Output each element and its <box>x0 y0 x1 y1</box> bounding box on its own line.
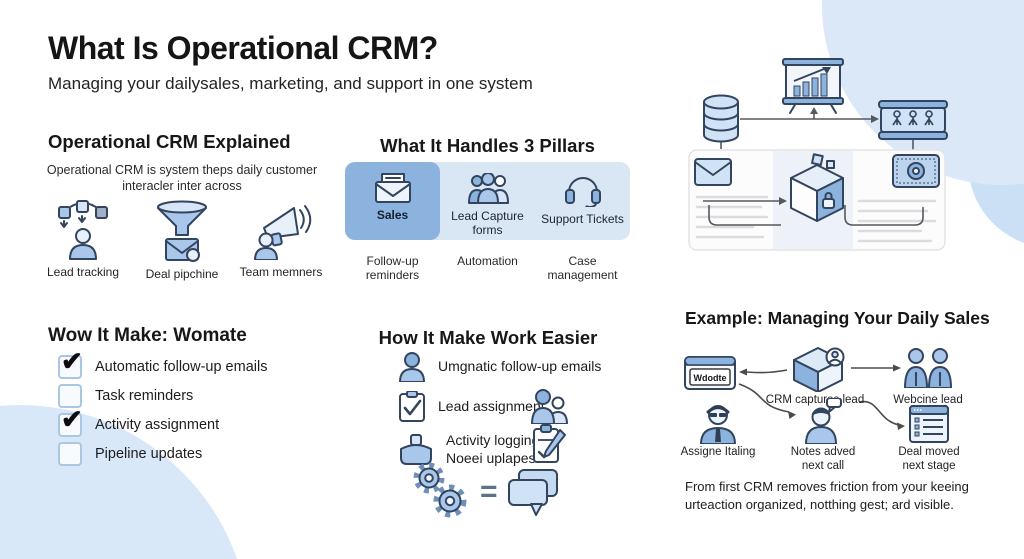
equals-sign: = <box>480 475 498 508</box>
checkbox <box>58 441 82 466</box>
example-arrows <box>738 364 905 430</box>
skeleton-lines <box>695 195 937 243</box>
easier-item-line1: Activity logging <box>446 432 540 448</box>
clipboard-check-icon <box>399 391 425 422</box>
explained-item-lead-tracking: Lead tracking <box>36 200 130 281</box>
pillar-card-label: Support Tickets <box>541 212 624 226</box>
pillar-card-label: Sales <box>376 208 409 222</box>
pillars-heading: What It Handles 3 Pillars <box>380 135 595 156</box>
people-pair-icon <box>904 348 952 388</box>
people-group-icon <box>467 173 509 204</box>
headset-icon <box>564 177 601 207</box>
person-headset-icon <box>700 405 736 444</box>
checkbox: ✔ <box>58 406 83 437</box>
checklist-label: Automatic follow-up emails <box>95 358 268 375</box>
checklist-label: Pipeline updates <box>95 445 203 462</box>
person-chat-icon <box>805 398 842 444</box>
example-flowmap: Wdodte CRM captures lead Webcine lead <box>675 340 1015 476</box>
easier-list: Umgnatic follow-up emails Lead assignmen… <box>398 352 613 476</box>
workflow-person-icon <box>58 200 108 260</box>
checklist-item: ✔ Automatic follow-up emails <box>58 348 268 379</box>
conveyor-icon <box>878 100 948 140</box>
easier-item-label: Lead assignment <box>438 398 545 415</box>
pillar-caption: Follow-up reminders <box>365 254 420 283</box>
checklist-item: Task reminders <box>58 383 267 408</box>
easier-item: Lead assignment <box>398 391 613 423</box>
explained-item-label: Deal pipchine <box>145 267 219 281</box>
explained-item-label: Team memners <box>239 265 323 279</box>
easier-item-label: Umgnatic follow-up emails <box>438 358 602 375</box>
checkbox <box>58 383 82 408</box>
pillar-caption: Automation <box>457 254 518 268</box>
pillar-cards: Sales Lead Capture forms Support Tickets <box>345 162 630 240</box>
megaphone-person-icon <box>254 205 312 260</box>
inbox-icon <box>400 434 432 465</box>
database-icon <box>703 94 739 143</box>
clipboard-pencil-icon <box>533 424 566 463</box>
envelope-icon <box>374 173 411 203</box>
gear-small <box>413 462 445 494</box>
automation-heading: Wow It Make: Womate <box>48 325 247 346</box>
crm-flow-diagram <box>688 58 948 251</box>
checklist-item: Pipeline updates <box>58 441 267 466</box>
page-title: What Is Operational CRM? <box>48 30 438 66</box>
checklist-item: ✔ Activity assignment <box>58 406 267 437</box>
gears-icon <box>413 462 467 518</box>
browser-icon <box>684 356 736 390</box>
funnel-envelope-icon <box>157 200 207 262</box>
person-icon <box>399 352 425 382</box>
checkmark: ✔ <box>61 403 83 434</box>
page-subtitle: Managing your dailysales, marketing, and… <box>48 74 533 93</box>
easier-heading: How It Make Work Easier <box>378 327 598 348</box>
example-heading: Example: Managing Your Daily Sales <box>685 308 990 328</box>
panel-flow-path <box>703 200 924 226</box>
pillar-card-support-tickets: Support Tickets <box>535 162 630 240</box>
cube-lock-icon <box>790 153 844 222</box>
easier-item-line2: Noeei uplapes <box>446 449 536 466</box>
checklist-label: Task reminders <box>95 387 194 404</box>
pillar-card-label: Lead Capture forms <box>451 209 524 237</box>
document-list-icon <box>909 405 949 443</box>
example-footer: From first CRM removes friction from you… <box>685 479 969 512</box>
easier-item: Umgnatic follow-up emails <box>398 352 613 382</box>
flow-step-label: Assigne Italing <box>680 446 756 458</box>
flow-step-label: Webcine lead <box>893 394 963 406</box>
automation-checklist: ✔ Automatic follow-up emails Task remind… <box>58 348 268 472</box>
chart-board-icon <box>782 58 844 114</box>
cube-person-icon <box>793 347 845 392</box>
flow-step-label: Notes adved next call <box>790 446 856 472</box>
people-pair-icon <box>531 389 568 424</box>
pillar-card-sales: Sales <box>345 162 440 240</box>
pillar-caption: Case management <box>547 254 618 283</box>
envelope-icon <box>694 158 732 186</box>
explained-icon-row: Lead tracking Deal pipchine Team memners <box>36 200 328 281</box>
explained-item-team-members: Team memners <box>234 200 328 281</box>
flow-step-label: Deal moved next stage <box>898 446 960 472</box>
browser-label: Wdodte <box>693 373 727 383</box>
checklist-label: Activity assignment <box>95 416 220 433</box>
explained-item-deal-pipeline: Deal pipchine <box>135 200 229 281</box>
checkbox: ✔ <box>58 348 83 379</box>
explained-heading: Operational CRM Explained <box>48 131 291 152</box>
pillar-card-lead-capture: Lead Capture forms <box>440 162 535 240</box>
explained-body: Operational CRM is system theps daily cu… <box>46 163 318 194</box>
checkmark: ✔ <box>61 345 83 376</box>
explained-item-label: Lead tracking <box>46 265 120 279</box>
gear-large <box>433 484 467 518</box>
chat-bubbles-icon <box>508 469 558 516</box>
pillar-captions: Follow-up reminders Automation Case mana… <box>345 254 630 283</box>
ticket-icon <box>892 154 940 188</box>
